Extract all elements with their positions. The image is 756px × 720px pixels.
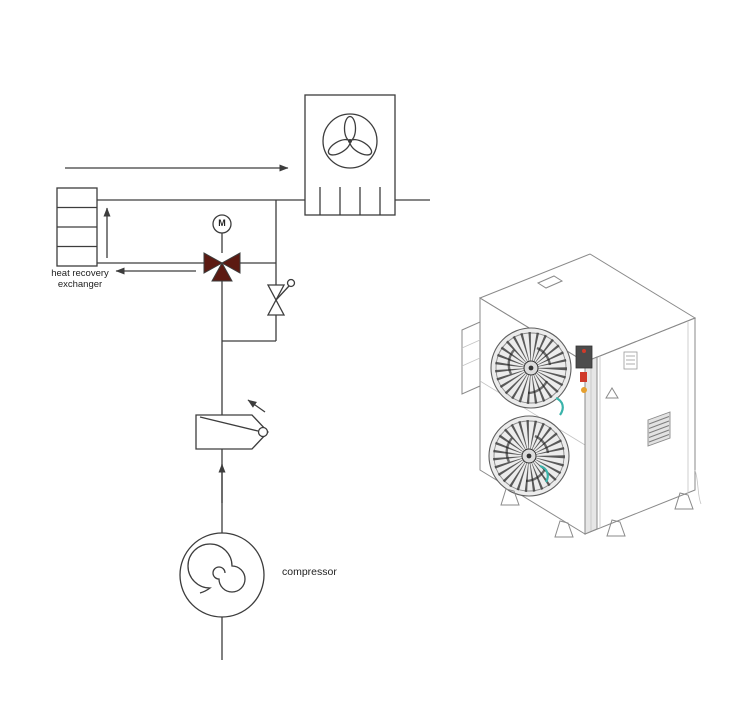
side-box-seam [461, 339, 481, 349]
three-way-valve-body [203, 252, 241, 282]
louvre-grille [647, 411, 671, 447]
separator-body [195, 414, 269, 450]
red-indicator-dot [582, 349, 586, 353]
unit-feet [500, 488, 694, 538]
condenser-fan-unit-icon [304, 94, 396, 216]
valve-handle-stem [275, 285, 290, 301]
oil-separator-icon [195, 399, 269, 450]
warning-sticker [605, 387, 619, 399]
fan-hub [348, 139, 352, 143]
center-divider-strip [575, 345, 598, 535]
upper-fan [491, 328, 571, 408]
side-box-body [461, 321, 481, 395]
separator-arrow [247, 399, 266, 413]
bypass-valve-icon [266, 278, 296, 316]
orange-component [581, 387, 587, 393]
compressor-icon [179, 532, 265, 618]
right-face-details [599, 321, 702, 528]
foot [606, 519, 626, 537]
cable [694, 469, 702, 505]
grille-slat [648, 420, 670, 429]
control-box [575, 345, 593, 369]
compressor-label: compressor [282, 566, 337, 578]
valve-handle [286, 278, 296, 288]
plate-body [623, 351, 638, 370]
separator-outlet [257, 426, 269, 438]
three-way-valve-icon [203, 214, 241, 282]
foot [554, 520, 574, 538]
foot [674, 492, 694, 510]
fan-panel-divider [479, 380, 586, 446]
compressor-shell [179, 532, 265, 618]
grille-slat [648, 425, 670, 434]
teal-pipe [555, 396, 564, 416]
lower-fan [489, 416, 569, 496]
grille-slat [648, 434, 670, 443]
propeller-icon [327, 115, 373, 156]
unit-right-face [584, 317, 696, 535]
separator-diagonal [199, 416, 259, 432]
refrigeration-schematic [56, 94, 430, 660]
foot [500, 488, 520, 506]
side-box-seam [461, 357, 481, 367]
grille-slat [648, 416, 670, 425]
heat-recovery-exchanger-label: heat recovery exchanger [51, 268, 109, 291]
motor-label: M [218, 218, 226, 228]
heat-recovery-exchanger-icon [56, 187, 98, 267]
flow-arrows [65, 164, 289, 503]
red-component [580, 372, 587, 382]
outdoor-unit-illustration [461, 253, 702, 538]
compressor-scroll-spiral [187, 543, 246, 594]
teal-pipe [539, 464, 549, 483]
rating-plate [623, 351, 638, 370]
roof-vent [536, 275, 564, 289]
side-junction-box [461, 321, 481, 395]
grille-slat [648, 429, 670, 438]
